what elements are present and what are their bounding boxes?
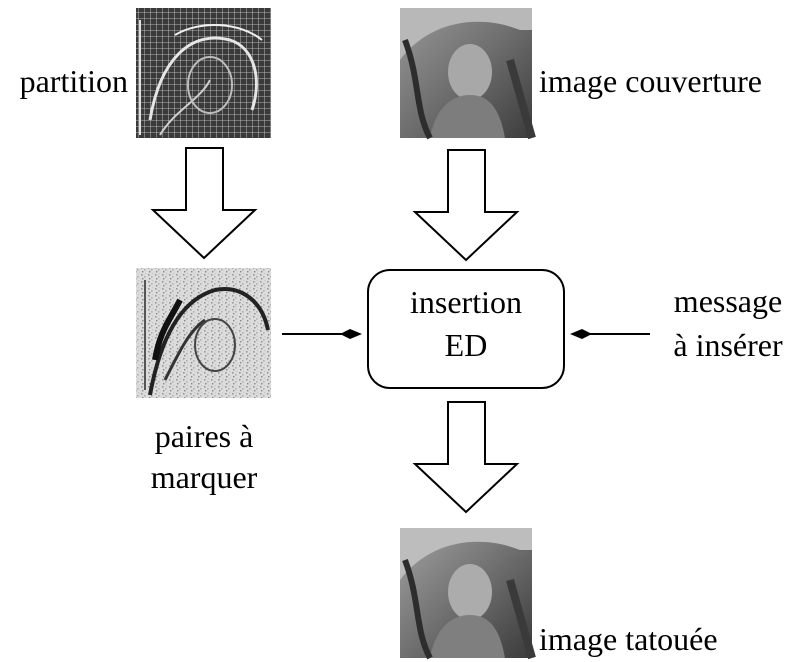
message-label-line1: message xyxy=(674,283,782,319)
insertion-box xyxy=(367,269,565,389)
cover-image-label: image couverture xyxy=(539,63,762,99)
pairs-label-line1: paires à xyxy=(155,418,254,454)
arrow-partition-to-pairs xyxy=(150,147,258,260)
insertion-box-label-line2: ED xyxy=(445,327,488,363)
message-label-line2: à insérer xyxy=(673,327,783,363)
arrow-insertion-to-watermarked xyxy=(412,401,520,514)
partition-image xyxy=(136,8,271,138)
arrow-cover-to-insertion xyxy=(412,149,520,262)
pairs-image xyxy=(136,268,271,398)
arrow-message-to-insertion xyxy=(570,329,650,339)
watermarked-image xyxy=(400,528,536,660)
pairs-label-line2: marquer xyxy=(151,459,258,495)
arrow-pairs-to-insertion xyxy=(282,329,362,339)
insertion-box-label-line1: insertion xyxy=(410,284,522,320)
partition-label: partition xyxy=(20,63,128,99)
cover-image xyxy=(400,8,536,140)
watermarked-image-label: image tatouée xyxy=(539,621,718,657)
